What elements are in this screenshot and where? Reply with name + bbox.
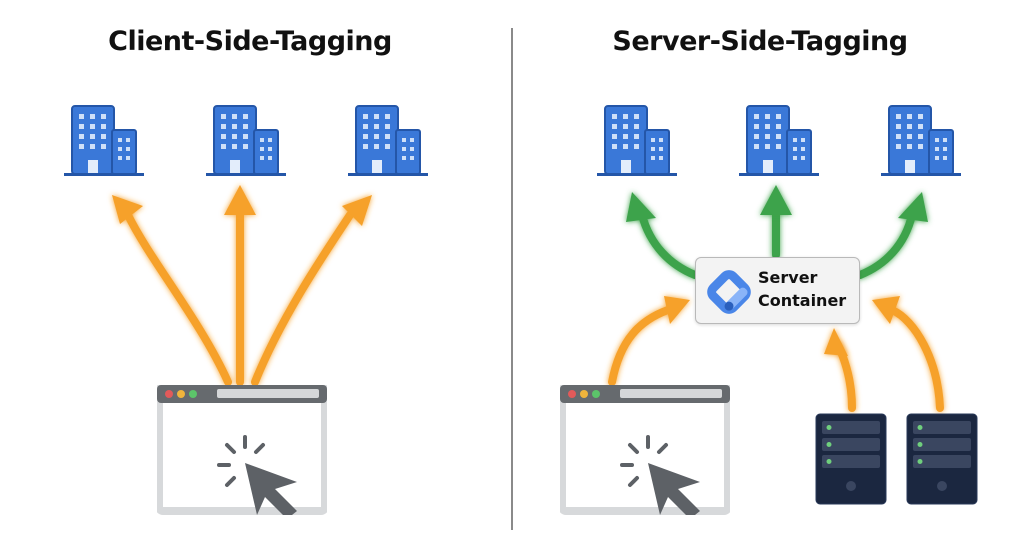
arrowhead-icon xyxy=(760,185,792,215)
arrowhead-icon xyxy=(824,328,848,356)
browser-window-icon xyxy=(157,385,327,519)
section-divider xyxy=(511,28,513,530)
arrowhead-icon xyxy=(872,296,900,324)
server-icon xyxy=(815,413,887,505)
building-icon xyxy=(348,105,428,177)
arrow-left-3 xyxy=(251,211,354,386)
arrow-in-browser xyxy=(608,306,672,386)
server-icon xyxy=(906,413,978,505)
server-side-title: Server-Side-Tagging xyxy=(612,26,908,57)
arrow-green-1 xyxy=(638,211,699,279)
building-icon xyxy=(206,105,286,177)
arrowhead-icon xyxy=(224,185,256,215)
building-icon xyxy=(881,105,961,177)
arrowhead-icon xyxy=(112,195,143,224)
arrowhead-icon xyxy=(626,192,656,222)
arrowhead-icon xyxy=(664,296,690,324)
arrowhead-icon xyxy=(898,192,928,222)
google-tag-manager-icon xyxy=(707,270,751,314)
server-container-label: Server Container xyxy=(758,266,846,312)
building-icon xyxy=(597,105,677,177)
arrow-in-server-2 xyxy=(888,306,944,412)
building-icon xyxy=(739,105,819,177)
browser-window-icon xyxy=(560,385,730,519)
hub-line-1: Server xyxy=(758,268,818,287)
server-container-box: Server Container xyxy=(695,257,860,324)
building-icon xyxy=(64,105,144,177)
arrow-left-1 xyxy=(124,211,232,386)
arrowhead-icon xyxy=(342,195,372,226)
client-side-title: Client-Side-Tagging xyxy=(108,26,392,57)
hub-line-2: Container xyxy=(758,291,847,310)
